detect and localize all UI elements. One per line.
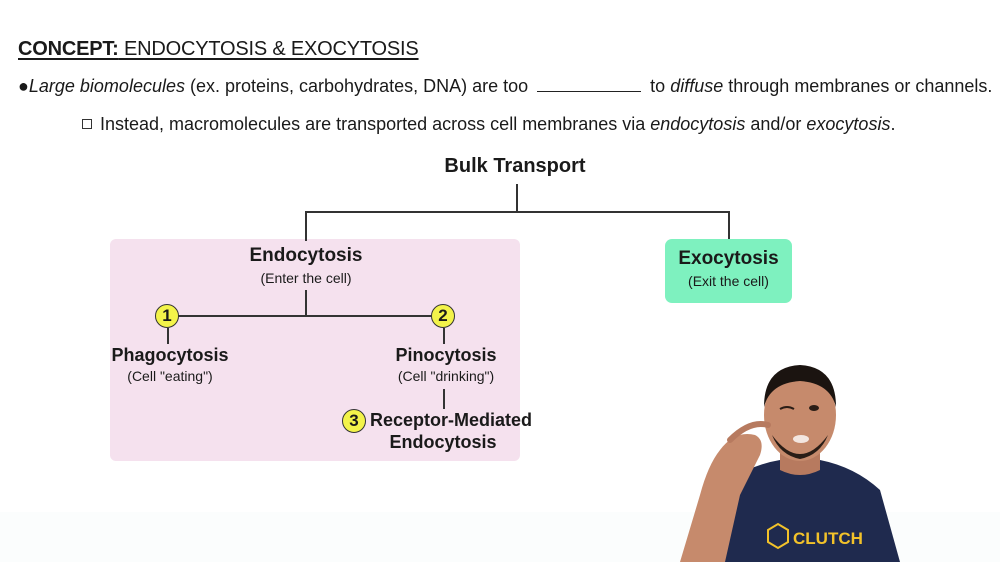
bullet-1-text-c: through membranes or channels. [728, 76, 993, 96]
bullet-1-text-a: (ex. proteins, carbohydrates, DNA) are t… [189, 76, 529, 96]
shirt-logo-text: CLUTCH [793, 529, 863, 548]
connector-endo-horizontal [168, 315, 442, 317]
connector-to-endocytosis [305, 211, 307, 241]
bullet-point-1: ●Large biomolecules (ex. proteins, carbo… [18, 76, 992, 97]
exocytosis-title: Exocytosis [678, 248, 779, 269]
connector-root-down [516, 184, 518, 212]
connector-to-exocytosis [728, 211, 730, 239]
concept-topic: ENDOCYTOSIS & EXOCYTOSIS [124, 38, 419, 60]
endocytosis-title: Endocytosis [249, 245, 363, 266]
endocytosis-box [110, 239, 520, 461]
bullet-2-text-b: and/or [750, 114, 802, 134]
endocytosis-subtitle: (Enter the cell) [260, 270, 352, 286]
concept-title: CONCEPT: ENDOCYTOSIS & EXOCYTOSIS [18, 38, 419, 61]
connector-to-pinocytosis [443, 328, 445, 344]
number-badge-2: 2 [431, 304, 455, 328]
phagocytosis-title: Phagocytosis [111, 345, 229, 365]
diagram-root-bulk-transport: Bulk Transport [444, 155, 586, 177]
bullet-1-text-b: to [650, 76, 666, 96]
presenter-video: CLUTCH [680, 345, 920, 562]
connector-endo-down [305, 290, 307, 316]
number-badge-1: 1 [155, 304, 179, 328]
receptor-mediated-title-line1: Receptor-Mediated [370, 410, 533, 430]
checkbox-square-icon [82, 119, 92, 129]
connector-to-phagocytosis [167, 328, 169, 344]
connector-to-receptor-mediated [443, 389, 445, 409]
presenter-illustration: CLUTCH [680, 365, 900, 562]
phagocytosis-subtitle: (Cell "eating") [127, 368, 213, 384]
bullet-2-period: . [890, 114, 896, 134]
concept-label: CONCEPT: [18, 38, 119, 60]
bullet-2-italic-endocytosis: endocytosis [650, 114, 746, 134]
exocytosis-subtitle: (Exit the cell) [688, 273, 769, 289]
bullet-2-italic-exocytosis: exocytosis [806, 114, 891, 134]
exocytosis-box [665, 239, 792, 303]
bullet-1-italic-diffuse: diffuse [670, 76, 724, 96]
connector-root-horizontal [305, 211, 729, 213]
bullet-1-italic-lead: Large biomolecules [28, 76, 185, 96]
bullet-2-text-a: Instead, macromolecules are transported … [100, 114, 646, 134]
bullet-icon: ● [18, 76, 29, 96]
fill-in-blank [537, 77, 642, 92]
pinocytosis-title: Pinocytosis [395, 345, 497, 365]
pinocytosis-subtitle: (Cell "drinking") [397, 368, 495, 384]
number-badge-3: 3 [342, 409, 366, 433]
bullet-point-2: Instead, macromolecules are transported … [82, 114, 895, 135]
receptor-mediated-title-line2: Endocytosis [389, 432, 497, 452]
